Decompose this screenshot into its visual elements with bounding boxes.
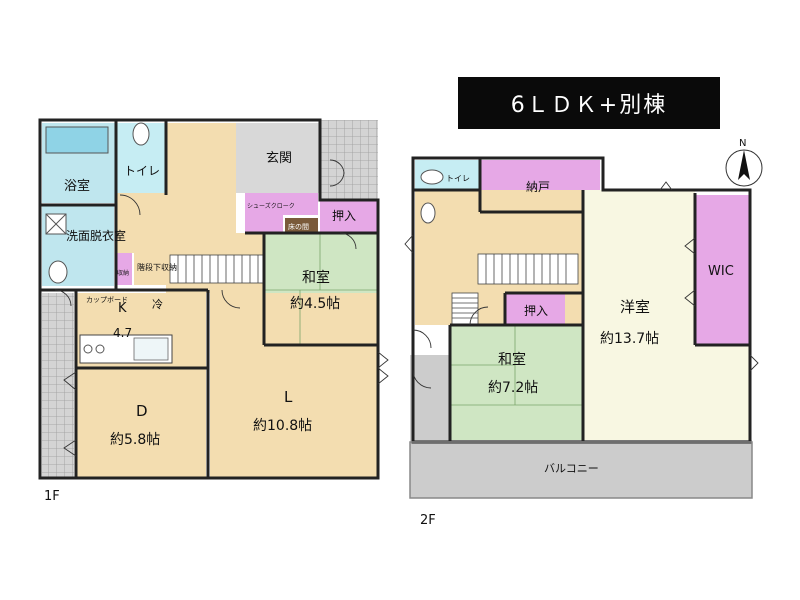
compass: N <box>725 138 763 187</box>
label-fridge: 冷 <box>152 298 163 311</box>
label-1f: 1F <box>44 489 60 504</box>
layout-title: 6ＬＤＫ+別棟 <box>458 77 720 129</box>
label-japanese-2f-size: 約7.2帖 <box>488 380 538 396</box>
dining <box>76 368 206 478</box>
label-balcony: バルコニー <box>544 462 599 475</box>
label-toilet-1f: トイレ <box>124 164 160 178</box>
stove-icon <box>83 344 93 354</box>
washbasin-icon <box>48 260 68 284</box>
stairs-2f <box>451 253 579 326</box>
sink-icon <box>133 337 169 361</box>
label-japanese-2f: 和室 <box>498 351 526 368</box>
label-western-size: 約13.7帖 <box>600 331 659 347</box>
label-western: 洋室 <box>620 298 650 316</box>
label-under-stairs: 階段下収納 <box>137 262 177 272</box>
doors-2f <box>404 181 759 389</box>
tatami-lines-2f <box>450 325 583 406</box>
side-tiles <box>42 293 74 478</box>
stairs-1f <box>169 254 266 284</box>
label-entrance: 玄関 <box>266 151 292 166</box>
label-toilet-2f: トイレ <box>446 174 470 183</box>
hall-1f-b <box>116 193 166 253</box>
wic <box>695 195 750 345</box>
oshiire-2f <box>505 293 565 325</box>
label-oshiire-2f: 押入 <box>524 304 548 318</box>
under-stairs <box>134 253 166 285</box>
label-wic: WIC <box>708 264 734 279</box>
doors-1f <box>54 159 389 457</box>
entrance-porch-tiles <box>320 120 378 200</box>
sink-2f-icon <box>420 202 436 224</box>
small-storage <box>116 253 132 285</box>
toilet-2f-icon <box>420 169 444 185</box>
label-living-size: 約10.8帖 <box>253 418 312 434</box>
label-alcove: 床の間 <box>288 222 309 231</box>
label-dining: D <box>136 402 148 420</box>
alcove <box>285 218 318 233</box>
label-shoe-closet: シューズクローク <box>247 202 295 210</box>
shoe-closet-b <box>283 193 318 215</box>
label-oshiire-1f: 押入 <box>332 209 356 223</box>
tatami-lines-1f <box>264 233 378 345</box>
genkan <box>236 123 320 193</box>
label-japanese-1f: 和室 <box>302 269 330 286</box>
japanese-room-2f <box>450 325 583 440</box>
label-closet-2f: 納戸 <box>526 180 550 194</box>
label-small-storage: 収納 <box>117 269 129 277</box>
label-2f: 2F <box>420 513 436 528</box>
shoe-closet <box>245 193 283 233</box>
balcony <box>410 440 752 498</box>
floor-2: トイレ 納戸 WIC 洋室 約13.7帖 押入 和室 約7.2帖 バルコニー 2… <box>404 156 759 528</box>
label-japanese-1f-size: 約4.5帖 <box>290 296 340 312</box>
western-room <box>583 190 695 440</box>
toilet-icon <box>132 122 150 146</box>
compass-north-label: N <box>739 138 746 149</box>
label-cupboard: カップボード <box>86 296 128 304</box>
balcony-outline <box>409 441 753 499</box>
walls-1f <box>38 118 380 480</box>
label-dining-size: 約5.8帖 <box>110 432 160 448</box>
floor-1: 浴室 トイレ 玄関 シューズクローク 床の間 押入 洗面脱衣室 収納 階段下収納… <box>38 118 389 504</box>
label-living: L <box>284 388 293 406</box>
layout-title-text: 6ＬＤＫ+別棟 <box>510 93 668 118</box>
label-washroom: 洗面脱衣室 <box>66 228 126 243</box>
bathtub-icon <box>45 126 109 154</box>
label-kitchen-size: 4.7 <box>113 326 132 340</box>
label-bath: 浴室 <box>64 178 90 194</box>
oshiire-1f <box>320 200 378 232</box>
label-kitchen: K <box>118 301 127 316</box>
compass-arrow-icon <box>738 150 750 180</box>
